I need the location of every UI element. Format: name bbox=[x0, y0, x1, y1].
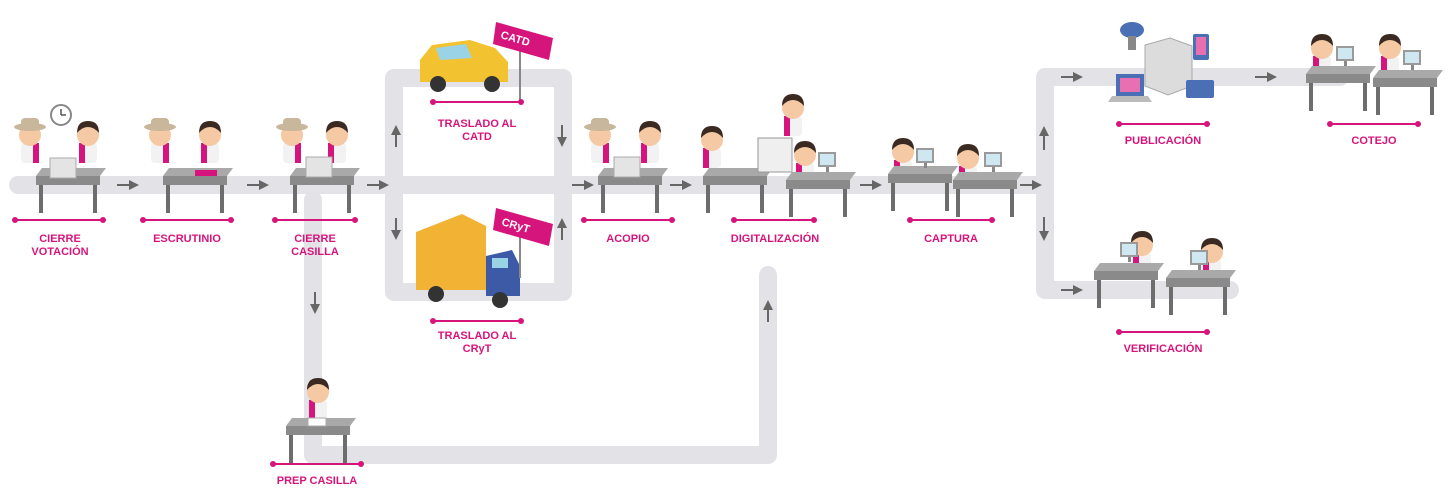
phone-icon bbox=[1186, 34, 1214, 98]
digitalizacion-illustration bbox=[701, 94, 856, 217]
prep-casilla-illustration bbox=[286, 378, 356, 463]
cierre-casilla-underline bbox=[272, 217, 358, 223]
captura-illustration bbox=[888, 138, 1023, 217]
verificacion-illustration bbox=[1094, 231, 1236, 315]
satellite-dish-icon bbox=[1120, 22, 1144, 50]
ballot-box-icon bbox=[49, 157, 77, 179]
label-cotejo: COTEJO bbox=[1351, 135, 1397, 147]
truck-icon bbox=[416, 214, 520, 308]
cierre-votacion-underline bbox=[12, 217, 106, 223]
publicacion-illustration bbox=[1108, 22, 1214, 102]
cryt-sign: CRyT bbox=[493, 208, 553, 278]
label-publicacion: PUBLICACIÓN bbox=[1124, 135, 1202, 147]
acopio-underline bbox=[581, 217, 675, 223]
traslado-cryt-underline bbox=[430, 318, 524, 324]
label-captura: CAPTURA bbox=[924, 233, 978, 245]
catd-sign: CATD bbox=[493, 22, 553, 104]
acopio-illustration bbox=[584, 118, 668, 213]
car-icon bbox=[420, 40, 508, 92]
escrutinio-underline bbox=[140, 217, 234, 223]
verificacion-underline bbox=[1116, 329, 1210, 335]
cotejo-underline bbox=[1327, 121, 1421, 127]
label-acopio: ACOPIO bbox=[606, 233, 650, 245]
cierre-votacion-illustration bbox=[14, 104, 106, 213]
label-traslado-catd: TRASLADO AL CATD bbox=[437, 118, 517, 143]
label-prep-casilla: PREP CASILLA bbox=[276, 475, 358, 487]
server-icon bbox=[1144, 37, 1193, 96]
scanner-icon bbox=[757, 137, 793, 173]
label-traslado-cryt: TRASLADO AL CRyT bbox=[437, 330, 517, 355]
label-cierre-votacion: CIERRE VOTACIÓN bbox=[31, 233, 89, 258]
cotejo-illustration bbox=[1306, 34, 1443, 115]
label-verificacion: VERIFICACIÓN bbox=[1123, 343, 1203, 355]
escrutinio-illustration bbox=[144, 118, 233, 213]
cierre-casilla-illustration bbox=[276, 118, 360, 213]
laptop-icon bbox=[1108, 74, 1152, 102]
label-escrutinio: ESCRUTINIO bbox=[153, 233, 221, 245]
label-digitalizacion: DIGITALIZACIÓN bbox=[730, 233, 820, 245]
captura-underline bbox=[907, 217, 995, 223]
prep-casilla-underline bbox=[270, 461, 364, 467]
publicacion-underline bbox=[1116, 121, 1210, 127]
traslado-catd-underline bbox=[430, 99, 524, 105]
label-cierre-casilla: CIERRE CASILLA bbox=[291, 233, 339, 258]
flow-arrows bbox=[117, 72, 1277, 322]
digitalizacion-underline bbox=[731, 217, 817, 223]
clock-icon bbox=[50, 104, 72, 126]
